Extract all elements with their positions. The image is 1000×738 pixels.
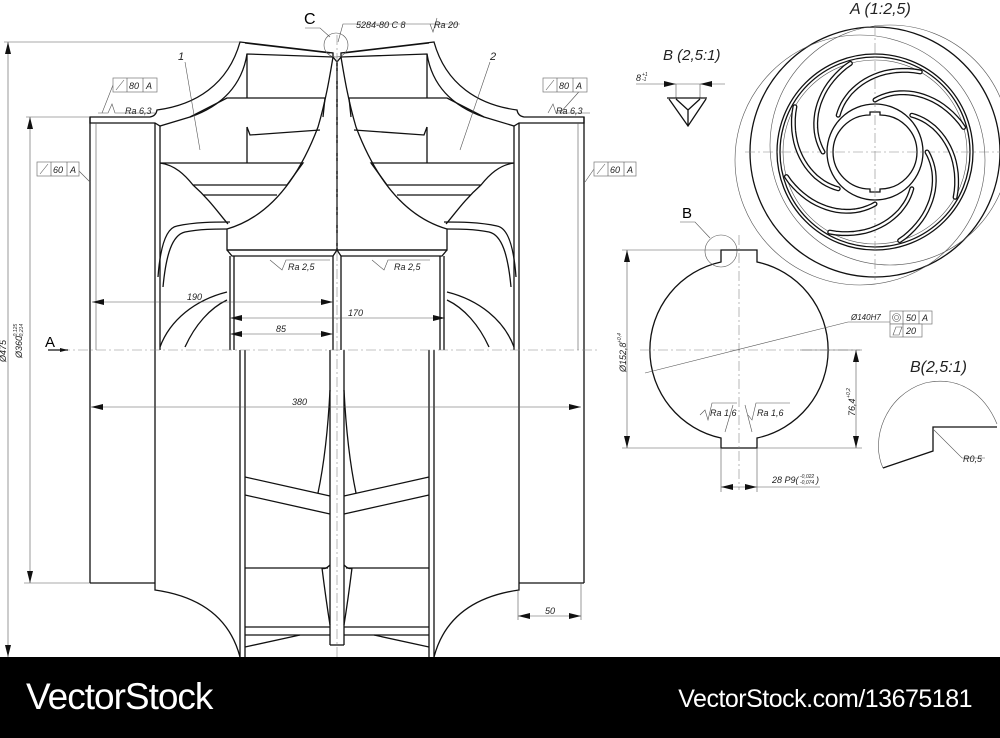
dim-85: 85 — [276, 324, 287, 334]
dim-475: Ø475 — [0, 339, 8, 363]
svg-text:A: A — [921, 313, 928, 323]
ra-right-flange: Ra 6,3 — [556, 106, 583, 116]
tolerance-frame-right-mid: 60 A — [593, 161, 637, 177]
blade — [792, 105, 840, 190]
blade — [828, 187, 913, 235]
section-label-c: C — [304, 11, 316, 28]
blade — [785, 175, 877, 213]
detail-b-top: B (2,5:1) 8 +1 -1 — [636, 47, 725, 128]
watermark-band — [0, 657, 1000, 738]
svg-text:80: 80 — [129, 81, 139, 91]
dim-170: 170 — [348, 308, 363, 318]
hub — [226, 55, 338, 251]
key-section: B Ø152,8 +0,4 76,4 +0,2 28 P9( -0,022 -0… — [617, 205, 933, 492]
watermark-id: VectorStock.com/13675181 — [678, 685, 972, 713]
detail-b-bottom: B(2,5:1) R0,5 — [878, 359, 998, 469]
svg-text:Ø140H7: Ø140H7 — [850, 313, 881, 322]
blade — [813, 60, 853, 155]
svg-text:60: 60 — [610, 165, 620, 175]
blade — [783, 174, 878, 214]
tolerance-frame-left-top: 80 A — [112, 77, 158, 93]
svg-text:60: 60 — [53, 165, 63, 175]
dimensions — [4, 17, 595, 657]
svg-text:B (2,5:1): B (2,5:1) — [663, 47, 721, 64]
svg-text:76,4: 76,4 — [847, 398, 857, 416]
blade — [814, 62, 852, 154]
svg-text:8: 8 — [636, 73, 641, 83]
shroud — [340, 41, 585, 127]
hub — [336, 55, 448, 251]
svg-text:-0,214: -0,214 — [19, 324, 25, 338]
part-number-1: 1 — [178, 51, 184, 63]
svg-text:): ) — [815, 475, 819, 485]
svg-text:A: A — [69, 165, 76, 175]
svg-text:+0,4: +0,4 — [617, 333, 623, 343]
svg-text:A: A — [575, 81, 582, 91]
svg-text:Ra 1,6: Ra 1,6 — [757, 408, 784, 418]
tolerance-frame-right-top: 80 A — [542, 77, 588, 93]
roughness-top: Ra 20 — [434, 20, 458, 30]
cylindricity-icon — [892, 326, 903, 336]
ra-left-bore: Ra 2,5 — [288, 262, 316, 272]
impeller-section-half — [89, 41, 338, 658]
impeller-section-half-mirrored — [336, 41, 585, 658]
watermark-logo: VectorStock — [26, 676, 213, 717]
concentricity-icon — [892, 313, 901, 322]
dim-50: 50 — [545, 606, 555, 616]
svg-text:Ra 1,6: Ra 1,6 — [710, 408, 737, 418]
blade — [897, 149, 937, 244]
blade — [873, 91, 965, 129]
svg-text:80: 80 — [559, 81, 569, 91]
dim-190: 190 — [187, 292, 202, 302]
svg-text:A (1:2,5): A (1:2,5) — [849, 1, 911, 18]
svg-text:A: A — [626, 165, 633, 175]
part-number-2: 2 — [489, 51, 496, 63]
tolerance-frame-left-mid: 60 A — [36, 161, 80, 177]
view-a-impeller: A (1:2,5) — [734, 1, 1000, 286]
blade — [872, 90, 967, 130]
svg-text:-0,022: -0,022 — [800, 474, 814, 480]
blade — [837, 69, 922, 117]
svg-text:28 P9(: 28 P9( — [771, 475, 800, 485]
svg-text:A: A — [145, 81, 152, 91]
dim-380: 380 — [292, 397, 307, 407]
svg-text:B: B — [682, 205, 692, 222]
blade — [898, 150, 936, 242]
svg-text:Ø152,8: Ø152,8 — [618, 342, 628, 373]
weld-note: 5284-80 C 8 — [356, 20, 406, 30]
runout-icon — [115, 79, 125, 91]
runout-icon — [545, 79, 555, 91]
svg-text:-0,074: -0,074 — [800, 480, 814, 486]
ra-left-flange: Ra 6,3 — [125, 106, 152, 116]
view-arrow-a: A — [45, 334, 55, 351]
svg-text:20: 20 — [905, 326, 916, 336]
svg-text:50: 50 — [906, 313, 916, 323]
blade — [910, 114, 958, 199]
dim-360: Ø360 -0,125 -0,214 — [13, 324, 25, 359]
svg-text:-1: -1 — [642, 77, 647, 83]
ra-right-bore: Ra 2,5 — [394, 262, 422, 272]
blades — [783, 60, 967, 244]
svg-text:+1: +1 — [642, 72, 648, 78]
shroud — [89, 41, 334, 127]
svg-text:-0,125: -0,125 — [13, 324, 19, 338]
runout-icon — [39, 163, 49, 175]
runout-icon — [596, 163, 606, 175]
svg-text:+0,2: +0,2 — [846, 388, 852, 398]
svg-text:B(2,5:1): B(2,5:1) — [910, 359, 967, 376]
svg-text:R0,5: R0,5 — [963, 454, 983, 464]
svg-text:Ø360: Ø360 — [14, 336, 24, 359]
